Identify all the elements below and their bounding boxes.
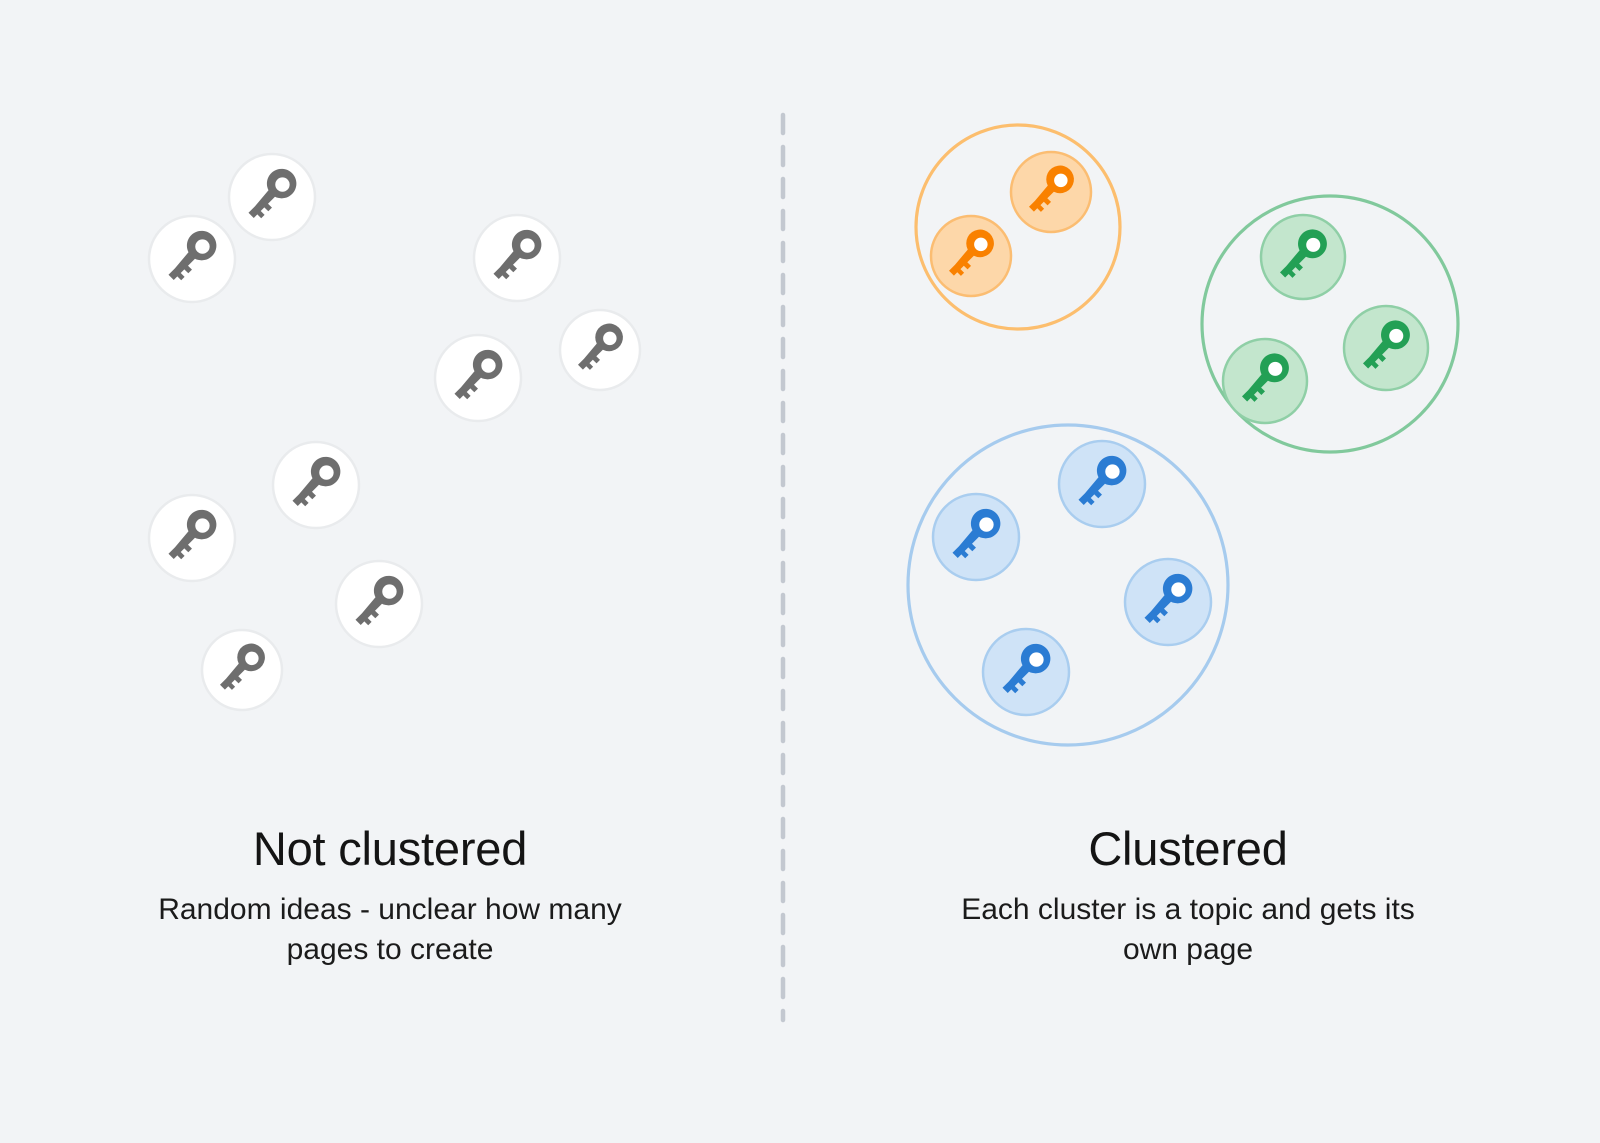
caption-clustered: Clustered Each cluster is a topic and ge… xyxy=(868,822,1508,971)
key-badge[interactable] xyxy=(334,559,424,649)
caption-not-clustered: Not clustered Random ideas - unclear how… xyxy=(70,822,710,971)
key-badge[interactable] xyxy=(1221,337,1309,425)
panel-title-not-clustered: Not clustered xyxy=(252,822,528,875)
panel-subtitle-clustered: Each cluster is a topic and gets its own… xyxy=(961,892,1415,967)
key-badge[interactable] xyxy=(271,440,361,530)
key-badge[interactable] xyxy=(558,308,642,392)
key-badge[interactable] xyxy=(1057,439,1147,529)
cluster-orange[interactable] xyxy=(914,123,1122,331)
key-badge[interactable] xyxy=(931,492,1021,582)
cluster-ring-orange xyxy=(914,123,1122,331)
key-badge[interactable] xyxy=(1009,150,1093,234)
key-badge[interactable] xyxy=(1259,213,1347,301)
unclustered-key-group xyxy=(147,152,642,712)
key-badge[interactable] xyxy=(1123,557,1213,647)
key-badge[interactable] xyxy=(472,213,562,303)
key-badge[interactable] xyxy=(929,214,1013,298)
cluster-green[interactable] xyxy=(1200,194,1460,454)
key-badge[interactable] xyxy=(227,152,317,242)
cluster-blue[interactable] xyxy=(906,423,1230,747)
key-badge[interactable] xyxy=(200,628,284,712)
key-badge[interactable] xyxy=(147,493,237,583)
cluster-ring-blue xyxy=(906,423,1230,747)
panel-title-clustered: Clustered xyxy=(1088,822,1288,875)
key-badge[interactable] xyxy=(433,333,523,423)
key-badge[interactable] xyxy=(147,214,237,304)
key-badge[interactable] xyxy=(981,627,1071,717)
key-badge[interactable] xyxy=(1342,304,1430,392)
panel-subtitle-not-clustered: Random ideas - unclear how many pages to… xyxy=(158,892,622,967)
cluster-ring-green xyxy=(1200,194,1460,454)
